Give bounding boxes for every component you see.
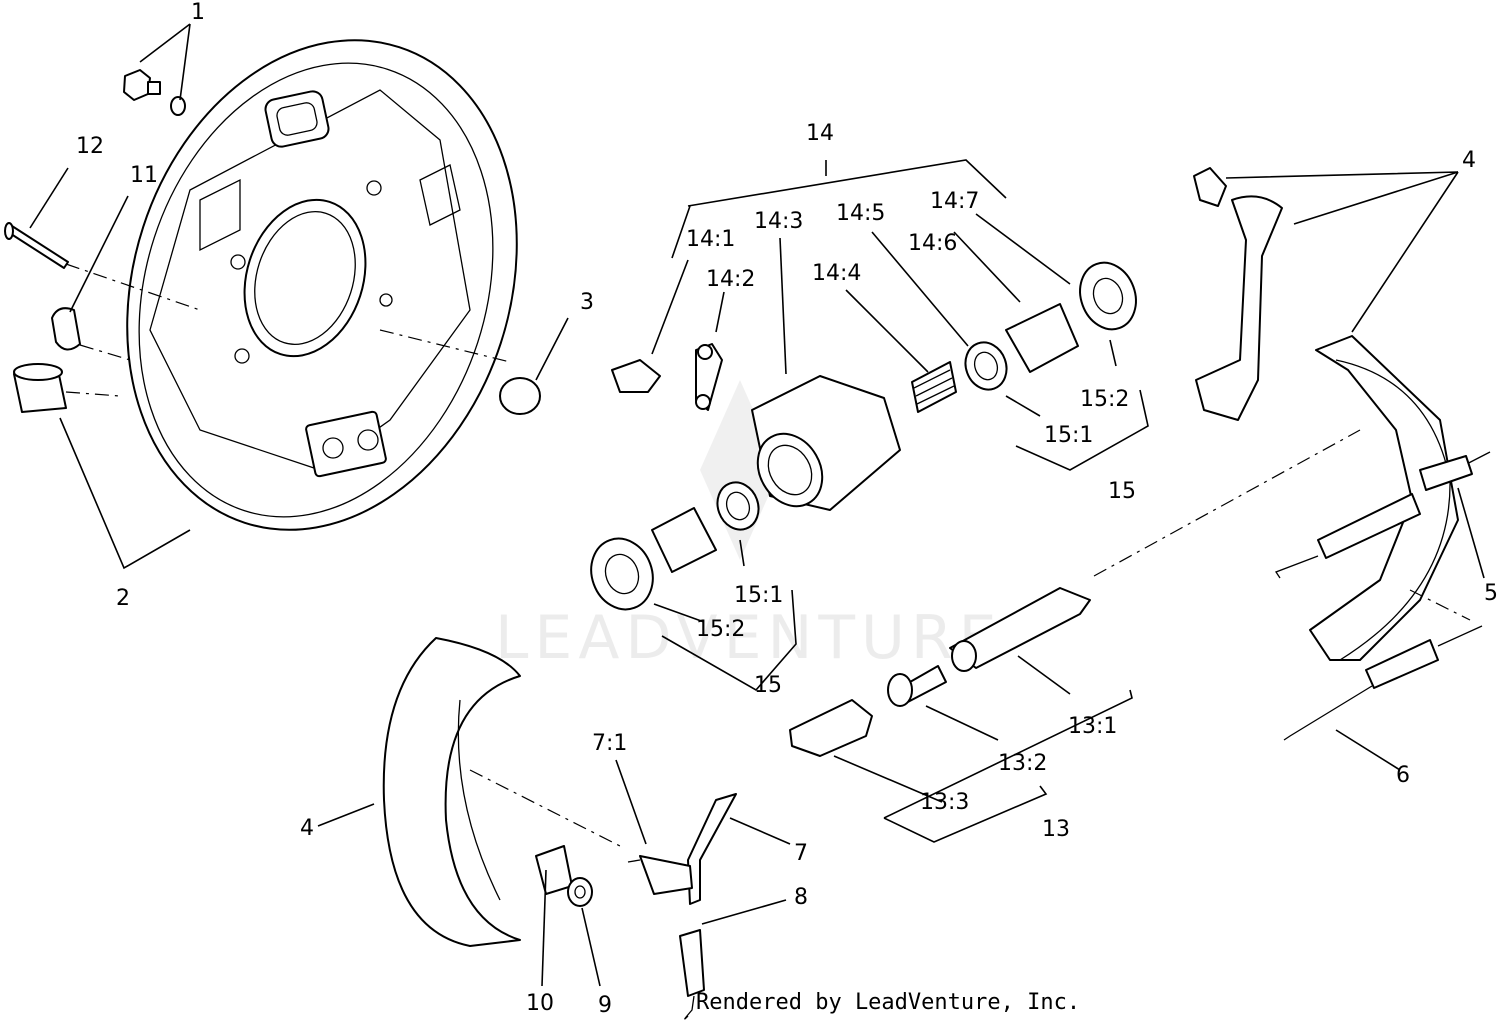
callout-15-2-left: 15:2 [696,617,745,642]
callout-13: 13 [1042,817,1070,842]
callout-15-2-right: 15:2 [1080,387,1129,412]
callout-14-1: 14:1 [686,227,735,252]
callout-1: 1 [191,0,205,25]
right-shoe-group [1193,167,1459,661]
cylinder-internals [590,261,1137,611]
adjuster-part-13 [789,587,1091,757]
callout-10: 10 [526,991,554,1016]
watermark-text: LEADVENTURE [495,603,1003,673]
callout-labels: 1 2 3 4 4 5 6 7 7:1 8 9 10 11 12 13 13:1… [76,0,1498,1018]
callout-9: 9 [598,993,612,1018]
callout-13-3: 13:3 [920,790,969,815]
callout-14-3: 14:3 [754,209,803,234]
credit-text: Rendered by LeadVenture, Inc. [696,990,1081,1015]
lever-and-springs [535,793,737,1020]
left-shoe [382,637,521,947]
callout-14: 14 [806,121,834,146]
callout-3: 3 [580,290,594,315]
callout-14-6: 14:6 [908,231,957,256]
callout-7-1: 7:1 [592,731,627,756]
callout-14-5: 14:5 [836,201,885,226]
leader-lines [29,23,1485,987]
callout-4-left: 4 [300,816,314,841]
callout-11: 11 [130,163,158,188]
callout-15-left: 15 [754,673,782,698]
callout-5: 5 [1484,581,1498,606]
callout-14-2: 14:2 [706,267,755,292]
callout-15-right: 15 [1108,479,1136,504]
callout-7: 7 [794,841,808,866]
callout-2: 2 [116,586,130,611]
callout-8: 8 [794,885,808,910]
callout-13-1: 13:1 [1068,714,1117,739]
springs-5-6 [1275,451,1491,741]
wheel-cylinder-part-14 [611,343,901,511]
backing-plate [126,39,518,531]
callout-13-2: 13:2 [998,751,1047,776]
callout-14-7: 14:7 [930,189,979,214]
callout-15-1-right: 15:1 [1044,423,1093,448]
callout-4-right: 4 [1462,148,1476,173]
callout-15-1-left: 15:1 [734,583,783,608]
small-parts-left [4,222,541,415]
callout-6: 6 [1396,763,1410,788]
callout-14-4: 14:4 [812,261,861,286]
callout-12: 12 [76,134,104,159]
bolt-part-1 [123,69,186,116]
